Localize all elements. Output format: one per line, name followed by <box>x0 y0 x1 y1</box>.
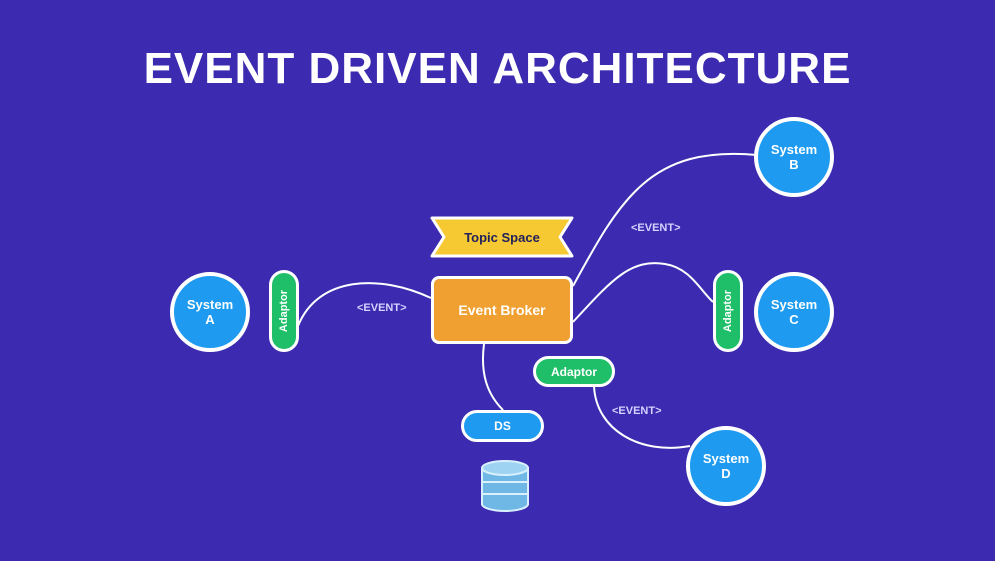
event-label-d: <EVENT> <box>612 405 662 417</box>
connector-broker-b <box>572 152 758 287</box>
adaptor-c-label: Adaptor <box>722 289 734 333</box>
system-a-node[interactable]: System A <box>170 272 250 352</box>
adaptor-system-d[interactable]: Adaptor <box>533 356 615 387</box>
system-b-node[interactable]: System B <box>754 117 834 197</box>
topic-space-label: Topic Space <box>464 229 540 245</box>
system-c-node[interactable]: System C <box>754 272 834 352</box>
page-title: EVENT DRIVEN ARCHITECTURE <box>143 44 852 93</box>
topic-space-ribbon <box>430 216 574 258</box>
event-broker[interactable]: Event Broker <box>431 276 573 344</box>
event-label-a: <EVENT> <box>357 302 407 314</box>
system-d-node[interactable]: System D <box>686 426 766 506</box>
connector-a-broker <box>297 282 432 327</box>
database-icon <box>481 460 529 512</box>
connector-adaptor-d <box>593 385 691 449</box>
connector-broker-c <box>572 262 714 323</box>
ds-node[interactable]: DS <box>461 410 544 442</box>
adaptor-a-label: Adaptor <box>278 289 290 333</box>
adaptor-system-a[interactable]: Adaptor <box>269 270 299 352</box>
connector-broker-ds <box>482 343 504 411</box>
event-label-b: <EVENT> <box>631 222 681 234</box>
adaptor-system-c[interactable]: Adaptor <box>713 270 743 352</box>
